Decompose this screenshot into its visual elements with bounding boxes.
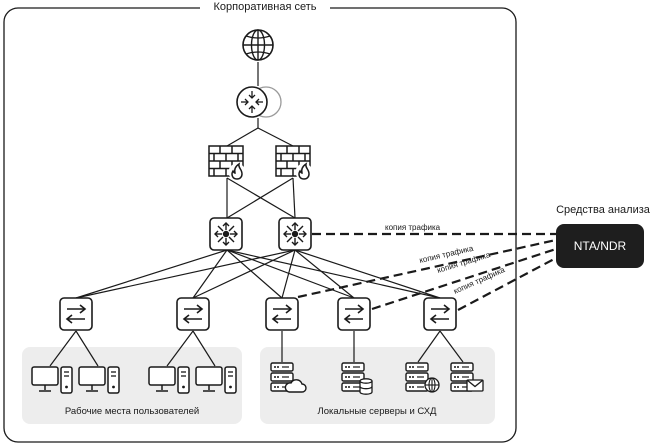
globe-icon xyxy=(242,29,274,61)
core-switch-icon xyxy=(209,217,243,251)
server-storage-icon xyxy=(341,362,373,395)
workstations-group-label: Рабочие места пользователей xyxy=(65,406,199,417)
core-switch-icon xyxy=(278,217,312,251)
server-cloud-icon xyxy=(270,362,307,393)
firewall-icon xyxy=(208,145,246,181)
analysis-tools-title: Средства анализа xyxy=(556,204,650,216)
corporate-network-title: Корпоративная сеть xyxy=(214,1,317,13)
firewall-icon xyxy=(275,145,313,181)
switch-icon xyxy=(337,297,371,331)
server-web-icon xyxy=(405,362,440,393)
switch-icon xyxy=(265,297,299,331)
nta-ndr-label: NTA/NDR xyxy=(574,239,627,253)
router-icon xyxy=(236,86,282,118)
switch-icon xyxy=(423,297,457,331)
traffic-copy-lines xyxy=(297,232,557,311)
traffic-copy-label-1: копия трафика xyxy=(385,223,441,232)
switch-icon xyxy=(176,297,210,331)
servers-group xyxy=(260,347,495,424)
server-mail-icon xyxy=(450,362,484,392)
servers-group-label: Локальные серверы и СХД xyxy=(318,406,438,417)
switch-icon xyxy=(59,297,93,331)
nta-ndr-device[interactable] xyxy=(556,224,644,268)
